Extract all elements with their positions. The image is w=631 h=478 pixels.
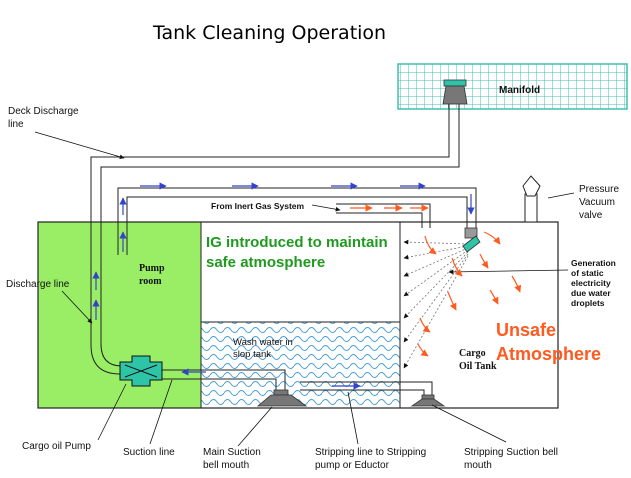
page-title: Tank Cleaning Operation	[153, 22, 387, 44]
bell-mouth-icon	[237, 389, 308, 447]
deck-discharge-line	[90, 104, 450, 322]
cleaning-line	[117, 187, 477, 255]
pv-valve-label-1: Pressure	[579, 184, 620, 195]
inert-gas-label: From Inert Gas System	[211, 201, 305, 211]
cargo-tank-label-1: Cargo	[459, 348, 486, 359]
gen-line-3: electricity	[571, 278, 611, 288]
tank-outline	[37, 221, 559, 409]
deck-discharge-label-1: Deck Discharge	[8, 106, 79, 117]
manifold-box	[397, 63, 628, 110]
inert-gas-line	[336, 203, 431, 228]
gen-line-1: Generation	[571, 258, 616, 268]
stripping-line-leader	[347, 391, 359, 445]
gen-line-2: of static	[571, 268, 604, 278]
cleaning-line-inner	[126, 196, 468, 255]
cargo-tank-label-2: Oil Tank	[459, 361, 497, 372]
deck-discharge-label-2: line	[8, 119, 24, 130]
generation-leader	[448, 269, 569, 275]
discharge-line-label: Discharge line	[6, 279, 70, 290]
cargo-pump-icon	[97, 355, 163, 441]
discharge-line-leader	[61, 290, 93, 324]
inert-gas-line-inner	[336, 212, 423, 228]
stripping-line-label-1: Stripping line to Stripping	[315, 447, 427, 458]
stripping-suction-label-1: Stripping Suction bell	[464, 447, 558, 458]
slop-tank	[200, 321, 401, 409]
flow-arrows	[92, 182, 475, 390]
stripping-suction-label-2: mouth	[464, 460, 492, 471]
pv-valve-label-3: valve	[579, 210, 603, 221]
stripping-line-label-2: pump or Eductor	[315, 460, 389, 471]
manifold-label: Manifold	[499, 85, 541, 96]
pv-valve-label-2: Vacuum	[579, 197, 615, 208]
unsafe-atmosphere-text: Unsafe Atmosphere	[496, 320, 602, 364]
suction-line-inner	[156, 378, 277, 392]
ig-introduced-text: IG introduced to maintain safe atmospher…	[206, 234, 388, 271]
main-suction-label-1: Main Suction	[203, 447, 261, 458]
pv-valve-icon	[522, 175, 575, 223]
nozzle-icon	[462, 227, 481, 253]
gen-line-4: due water	[571, 288, 611, 298]
pump-room-label-1: Pump	[139, 263, 165, 274]
suction-line-leader	[149, 379, 173, 445]
deck-discharge-leader	[34, 131, 125, 160]
suction-line-label: Suction line	[123, 447, 175, 458]
gen-line-5: droplets	[571, 298, 605, 308]
ig-leader	[311, 204, 341, 212]
wash-water-label-1: Wash water in	[233, 337, 293, 348]
deck-discharge-line-inner	[100, 104, 460, 322]
main-suction-label-2: bell mouth	[203, 460, 250, 471]
pump-room-label-2: room	[139, 276, 162, 287]
wash-water-label-2: slop tank	[233, 349, 272, 360]
generation-static-label: Generation of static electricity due wat…	[571, 258, 631, 308]
stripping-line	[300, 381, 433, 397]
suction-line	[156, 369, 286, 392]
stripping-bell-mouth-icon	[410, 394, 507, 443]
manifold-valve-icon	[442, 79, 468, 105]
droplet-arrows	[417, 231, 522, 357]
cargo-oil-pump-label: Cargo oil Pump	[22, 441, 91, 452]
